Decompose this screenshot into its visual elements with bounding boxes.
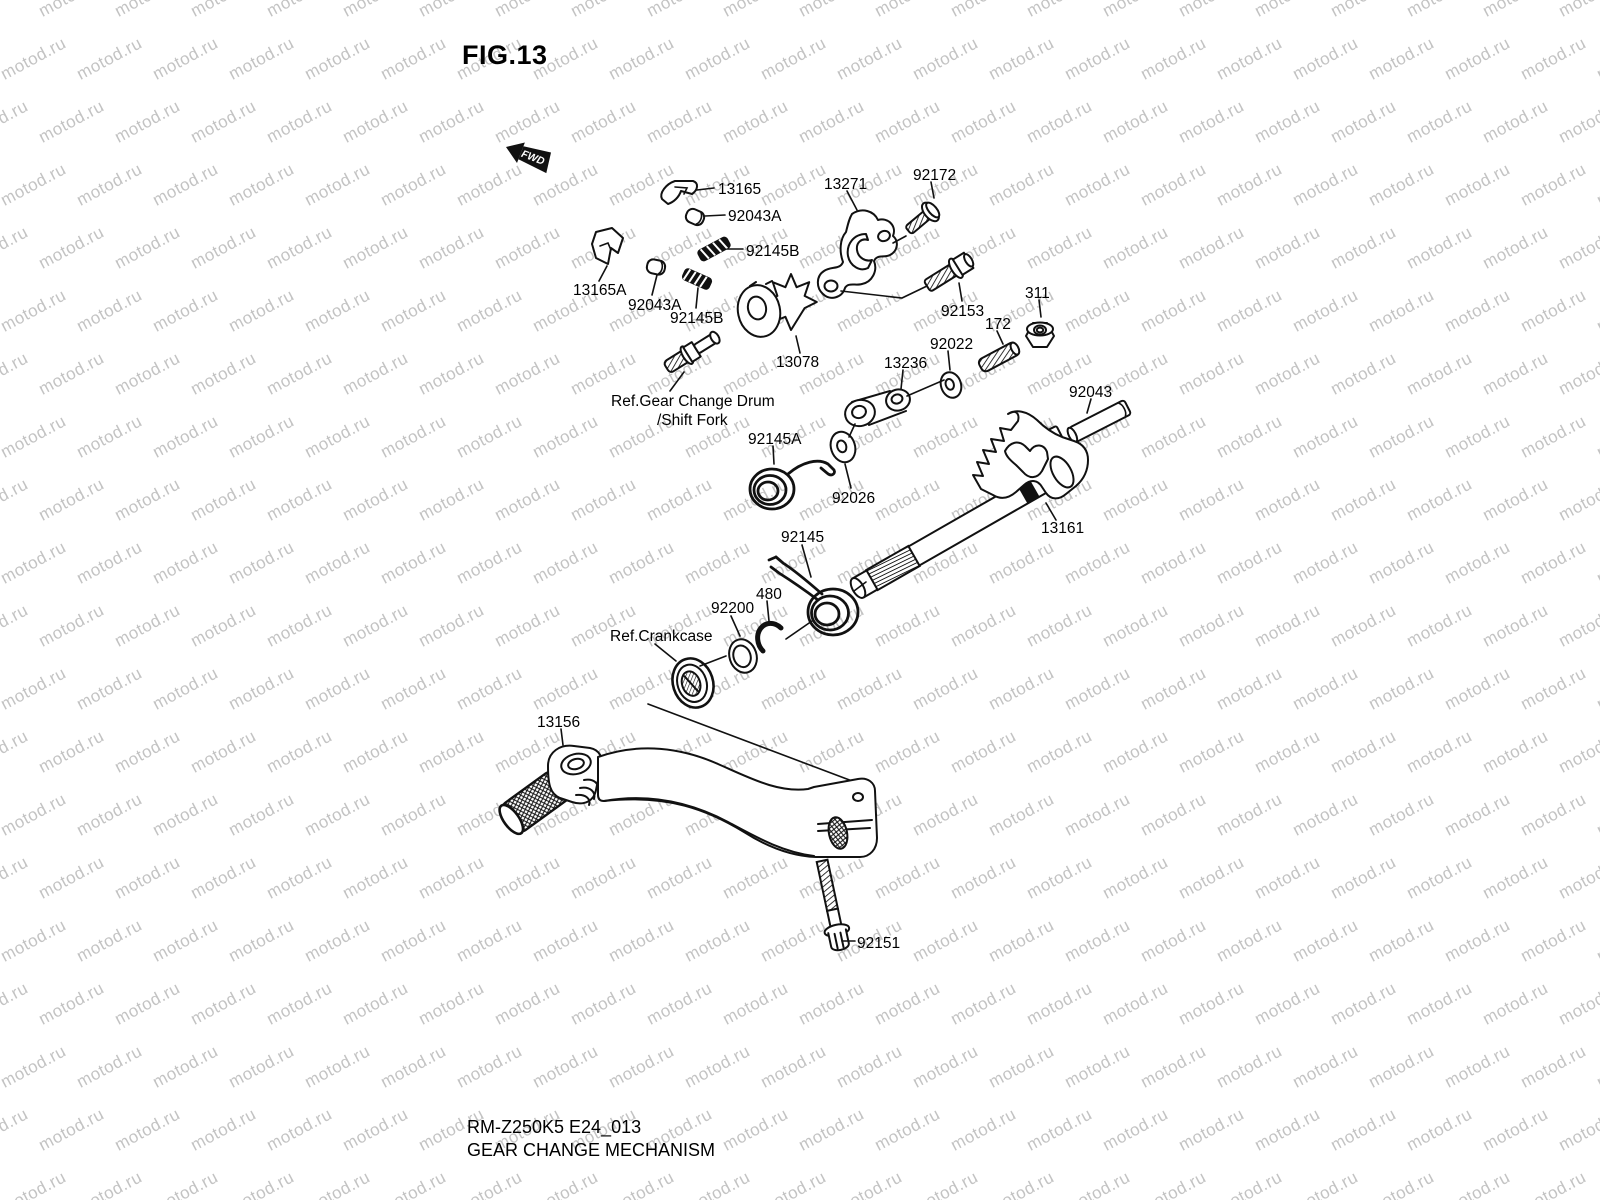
ref-label-gear-change-drum: Ref.Gear Change Drum: [611, 393, 775, 410]
shift-pedal-13156: [498, 744, 878, 858]
assembly-axis-lines: [699, 235, 945, 667]
part-labels: 13165 92043A 92145B 13165A 92043A 92145B…: [537, 167, 1112, 952]
footer-diagram-title: GEAR CHANGE MECHANISM: [467, 1140, 715, 1160]
return-spring-92145: [767, 555, 860, 637]
part-label-311: 311: [1025, 285, 1050, 302]
part-label-92145: 92145: [781, 529, 824, 546]
leader-lines: [560, 181, 1092, 942]
pedal-bolt-92151: [815, 858, 851, 952]
nut-311: [1025, 321, 1055, 348]
part-label-13165: 13165: [718, 181, 761, 198]
shift-cam-gear-13078: [736, 273, 818, 338]
part-label-13156: 13156: [537, 714, 580, 731]
washer-92026: [829, 430, 857, 464]
stud-172: [977, 341, 1021, 373]
shift-pawl-13165a: [591, 227, 624, 265]
part-label-13078: 13078: [776, 354, 819, 371]
screw-92172: [905, 201, 941, 235]
fwd-arrow-icon: FWD: [506, 142, 552, 174]
part-label-480: 480: [756, 586, 782, 603]
part-label-13165a: 13165A: [573, 282, 627, 299]
shift-link-13236: [844, 388, 911, 428]
part-label-92145b-top: 92145B: [746, 243, 799, 260]
shift-shaft-13161: [849, 410, 1089, 599]
pawl-pin-92043a-top: [684, 207, 706, 227]
part-label-92172: 92172: [913, 167, 956, 184]
crankcase-oil-seal: [671, 657, 715, 709]
pawl-spring-92145b-top: [697, 236, 731, 262]
part-label-92200: 92200: [711, 600, 754, 617]
part-label-92043a-top: 92043A: [728, 208, 782, 225]
part-label-92026: 92026: [832, 490, 875, 507]
ref-label-shift-fork: /Shift Fork: [657, 412, 728, 429]
part-label-172: 172: [985, 316, 1011, 333]
part-label-92153: 92153: [941, 303, 984, 320]
bolt-92153: [923, 251, 975, 292]
figure-title: FIG.13: [462, 40, 548, 70]
footer-model-code: RM-Z250K5 E24_013: [467, 1117, 641, 1138]
part-label-92145b-left: 92145B: [670, 310, 723, 327]
torsion-spring-92145a: [748, 459, 836, 511]
part-label-92145a: 92145A: [748, 431, 802, 448]
washer-92022: [939, 371, 963, 399]
part-label-13271: 13271: [824, 176, 867, 193]
pawl-pin-92043a-left: [645, 258, 667, 276]
shift-pawl-13165: [660, 180, 698, 205]
ratchet-guide-plate-13271: [816, 209, 898, 299]
part-label-92022: 92022: [930, 336, 973, 353]
part-label-13236: 13236: [884, 355, 927, 372]
part-label-13161: 13161: [1041, 520, 1084, 537]
pawl-spring-92145b-left: [681, 268, 713, 290]
drum-pin-screw: [663, 330, 721, 373]
part-label-92151: 92151: [857, 935, 900, 952]
washer-92200: [728, 638, 758, 674]
part-label-92043a-left: 92043A: [628, 297, 682, 314]
ref-label-crankcase: Ref.Crankcase: [610, 628, 713, 645]
part-label-92043: 92043: [1069, 384, 1112, 401]
snap-ring-480: [755, 620, 784, 654]
